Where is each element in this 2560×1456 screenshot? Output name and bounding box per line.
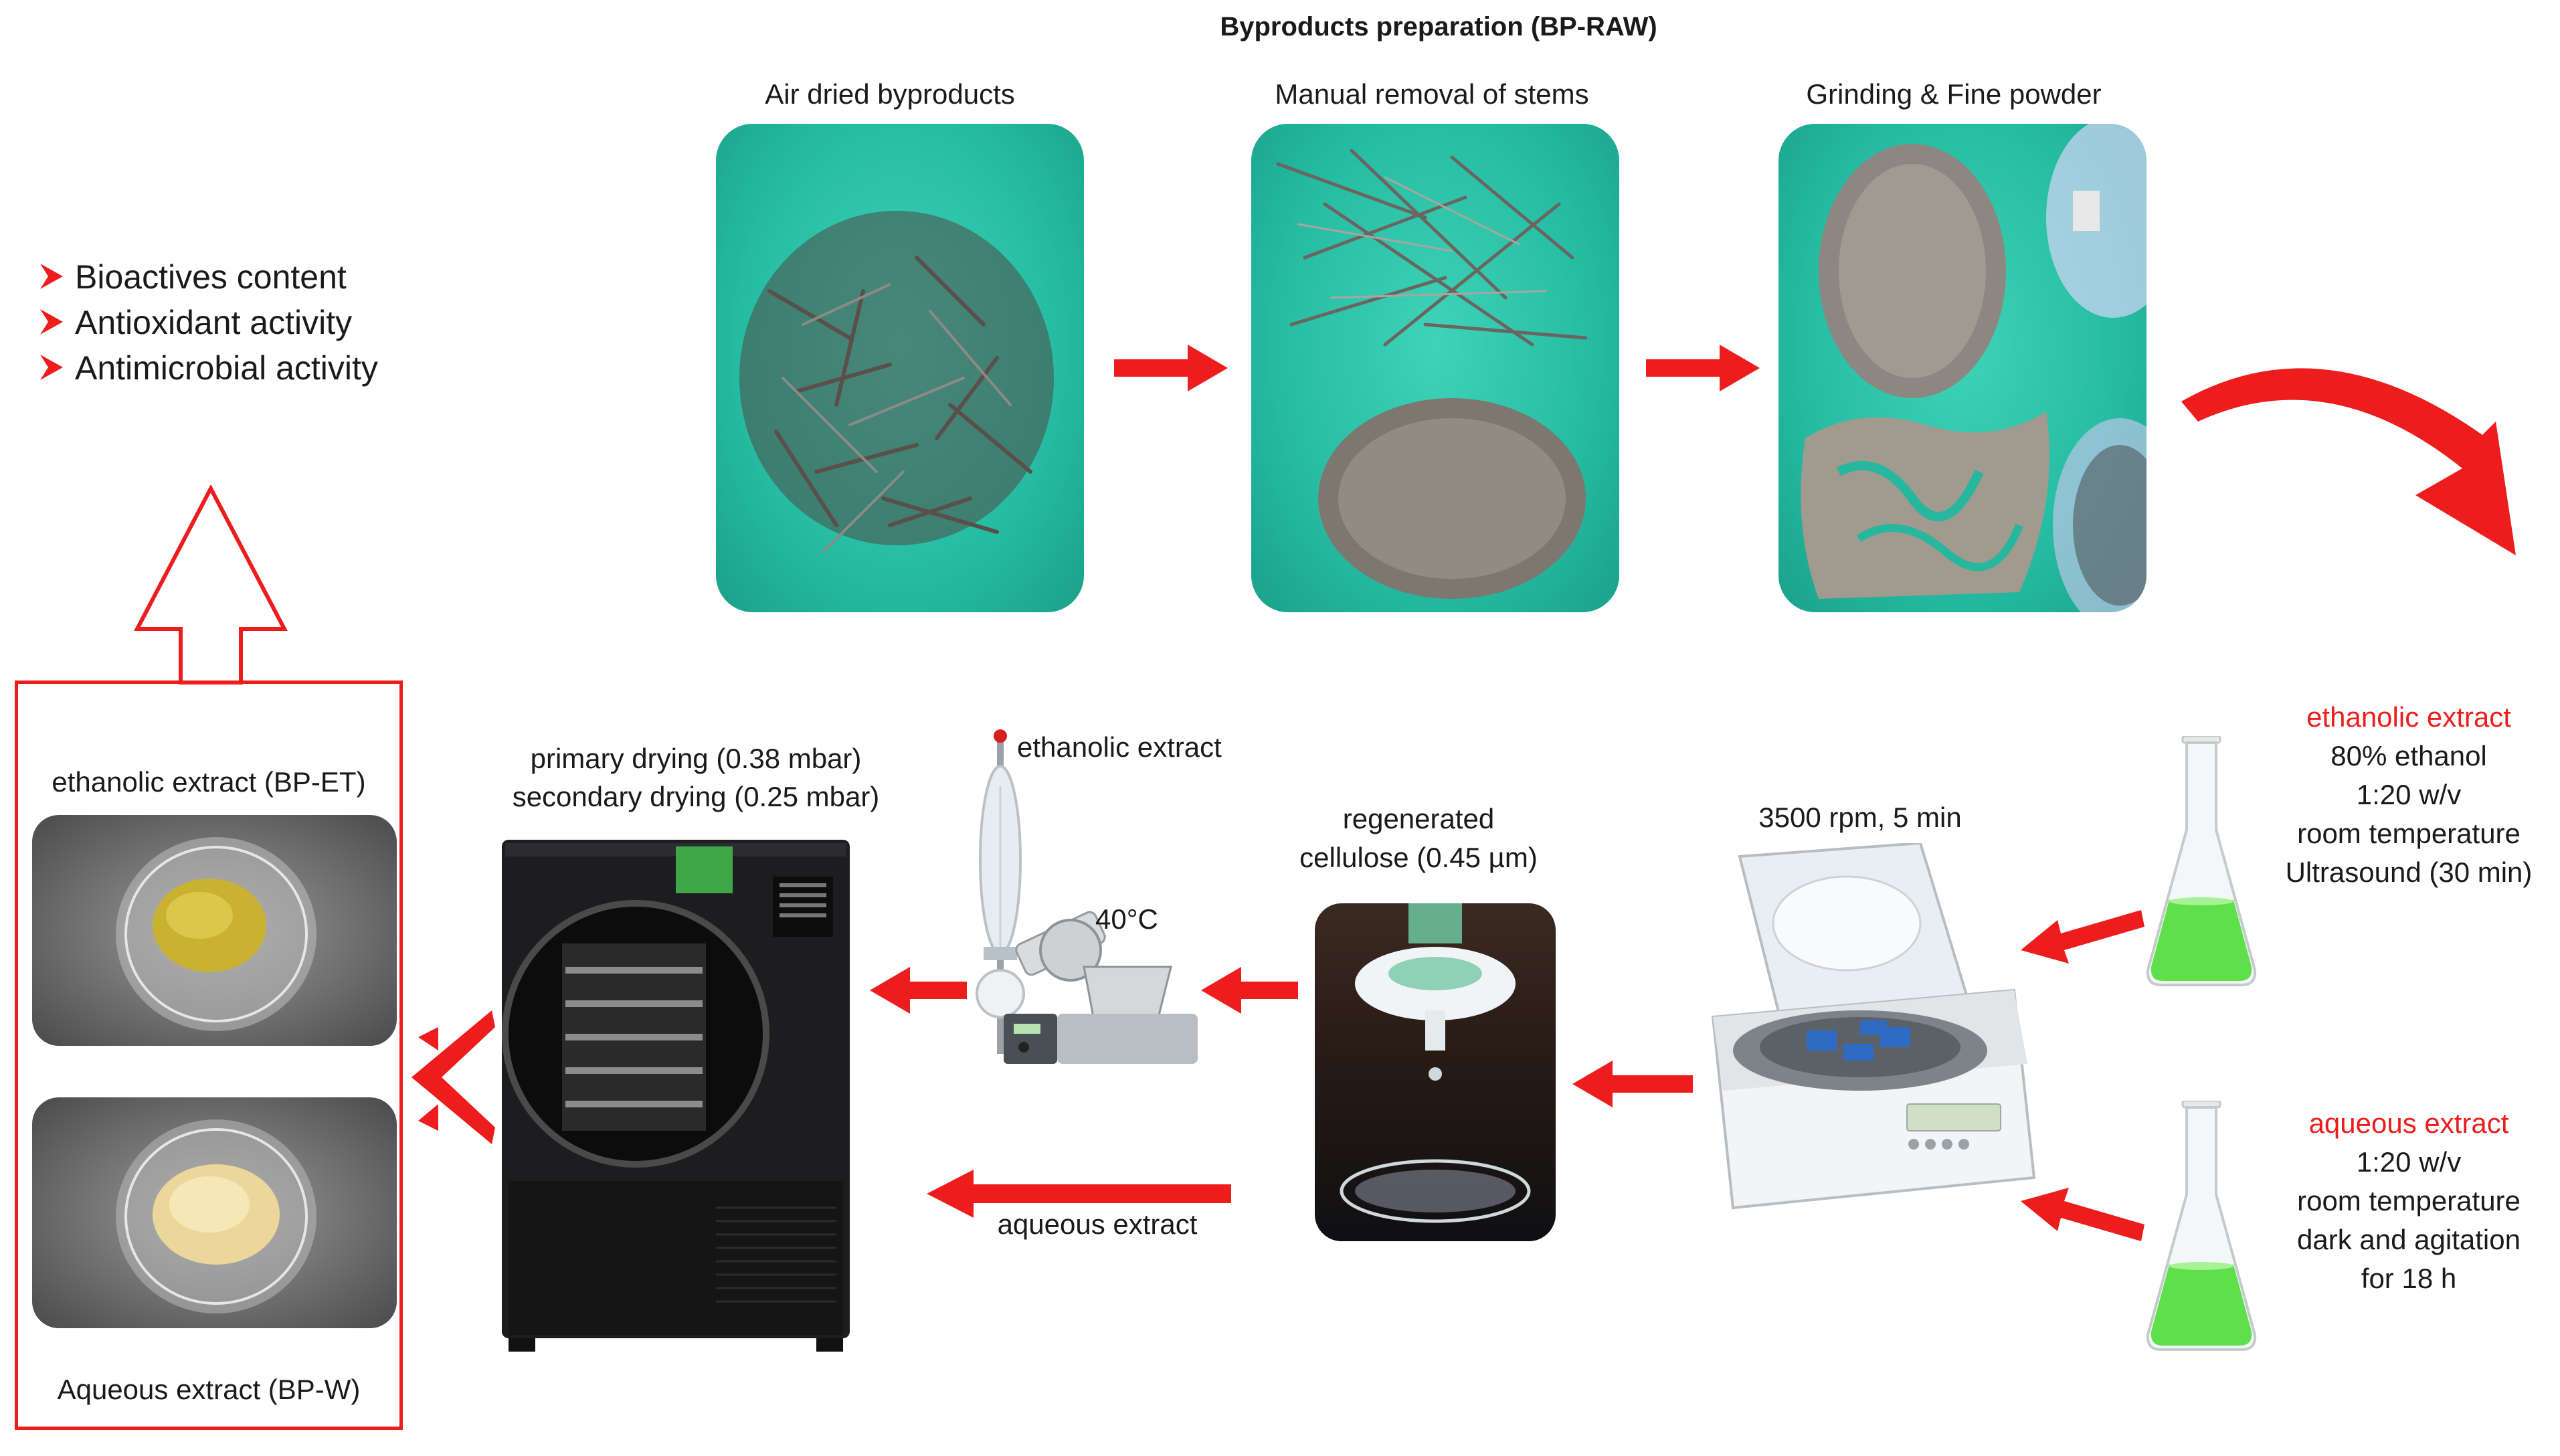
aqueous-path-label: aqueous extract [997,1208,1198,1240]
arrow-rotavap-to-freeze-dryer [870,967,967,1014]
ethanolic-condition-line: 1:20 w/v [2356,779,2462,810]
curved-arrow-to-extraction [2181,368,2516,555]
aqueous-condition-line: dark and agitation [2297,1224,2521,1255]
freeze-dryer-image [502,840,850,1352]
arrow-aqueous-flask-to-centrifuge [2021,1188,2144,1241]
freeze-dryer-condition-1: primary drying (0.38 mbar) [530,743,862,774]
ethanolic-extract-powder-photo [32,815,397,1046]
rotary-evaporator-image [976,729,1198,1064]
step-label-grinding: Grinding & Fine powder [1806,78,2102,110]
diagram-title: Byproducts preparation (BP-RAW) [1220,12,1657,41]
aqueous-extract-powder-photo [32,1097,397,1328]
aqueous-heading: aqueous extract [2308,1107,2509,1139]
centrifuge-image [1711,843,2036,1210]
arrow-filter-to-rotavap [1201,967,1298,1014]
rotavap-label: ethanolic extract [1017,731,1222,763]
air-dried-byproducts-photo [716,124,1084,612]
arrow-centrifuge-to-filter [1572,1061,1693,1107]
freeze-dryer-condition-2: secondary drying (0.25 mbar) [512,781,880,812]
product-label-aqueous: Aqueous extract (BP-W) [57,1374,361,1405]
aqueous-condition-line: 1:20 w/v [2356,1146,2462,1178]
ethanolic-condition-line: room temperature [2297,818,2521,849]
ethanolic-heading: ethanolic extract [2306,701,2511,733]
step-label-stem-removal: Manual removal of stems [1275,78,1589,110]
arrow-ethanolic-flask-to-centrifuge [2021,910,2144,964]
assay-list: Bioactives content Antioxidant activity … [40,254,378,391]
bullet-arrow-icon [40,264,63,289]
product-label-ethanolic: ethanolic extract (BP-ET) [52,766,366,798]
bullet-arrow-icon [40,309,63,335]
aqueous-condition-line: room temperature [2297,1185,2521,1216]
rotavap-temperature: 40°C [1095,903,1158,935]
aqueous-condition-line: for 18 h [2361,1263,2457,1294]
arrow-air-to-stems [1114,345,1228,391]
aqueous-flask-icon [2146,1101,2257,1351]
ethanolic-flask-icon [2146,736,2257,986]
assay-item: Antioxidant activity [40,300,378,345]
step-label-air-dried: Air dried byproducts [765,78,1015,110]
assay-item: Bioactives content [40,254,378,300]
bullet-arrow-icon [40,355,63,380]
stem-removal-photo [1251,124,1619,612]
double-arrow-to-products [412,1010,495,1144]
assay-item: Antimicrobial activity [40,345,378,391]
products-frame [15,680,403,1430]
filter-label-line-2: cellulose (0.45 µm) [1299,842,1538,873]
arrow-stems-to-grinding [1646,345,1760,391]
filter-label-line-1: regenerated [1342,803,1495,834]
syringe-filter-photo [1315,903,1556,1241]
grinding-powder-photo [1778,124,2146,612]
ethanolic-condition-line: Ultrasound (30 min) [2285,856,2533,888]
arrow-aqueous-to-freeze-dryer [927,1170,1231,1218]
centrifuge-conditions: 3500 rpm, 5 min [1758,802,1962,833]
ethanolic-condition-line: 80% ethanol [2330,740,2487,771]
hollow-up-arrow [134,485,288,685]
